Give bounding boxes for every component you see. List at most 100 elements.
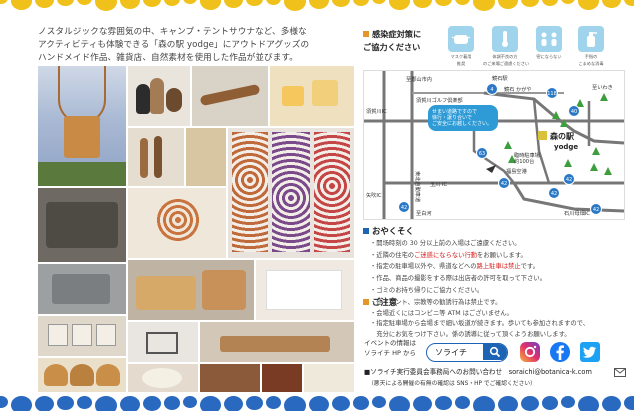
covid-item-label: 推奨 <box>456 61 466 66</box>
venue-marker <box>538 131 547 140</box>
decor-dot <box>389 0 410 10</box>
decor-dot <box>542 396 558 410</box>
covid-item-distance: 密にならない <box>531 26 567 61</box>
decor-dot <box>624 0 634 7</box>
decor-dot <box>473 0 495 11</box>
decor-dot <box>602 0 621 9</box>
photo-collage <box>38 66 354 392</box>
decor-dot <box>578 0 599 10</box>
sns-text-line-2: ソライチ HP から <box>364 348 416 357</box>
decor-dot <box>561 0 575 4</box>
svg-text:42: 42 <box>593 207 599 213</box>
section-marker <box>363 228 369 234</box>
facebook-link[interactable] <box>549 341 571 363</box>
notice-item: ・ゴミのお持ち帰りにご協力ください。 <box>370 286 484 294</box>
notice-title-text: おやくそく <box>372 226 414 236</box>
intro-text: ノスタルジックな雰囲気の中、キャンプ・テントサウナなど、多様な アクティビティも… <box>38 26 350 65</box>
notice-item: ・作品、商品の撮影をする際は出店者の許可を取って下さい。 <box>370 275 546 283</box>
search-icon <box>489 346 501 358</box>
caution-item: 充分にお気をつけ下さい。係の誘導に従って頂くようお願いします。 <box>370 330 571 338</box>
caution-item: ・会場近くにはコンビニ等 ATM はございません。 <box>370 310 513 317</box>
svg-text:42: 42 <box>501 181 507 187</box>
photo-muffins <box>38 358 126 392</box>
intro-line-2: アクティビティも体験できる「森の駅 yodge」にアウトドアグッズの <box>38 40 310 50</box>
decor-dot <box>353 0 369 6</box>
sns-text-line-1: イベントの情報は <box>364 339 416 347</box>
svg-text:yodge: yodge <box>554 143 578 151</box>
decor-dot <box>578 396 599 411</box>
instagram-link[interactable] <box>519 341 541 363</box>
decor-dot <box>413 0 432 9</box>
decor-dot <box>561 396 575 408</box>
covid-title-line-2: ご協力ください <box>363 41 421 52</box>
covid-item-label: 密にならない <box>536 54 562 59</box>
photo-candles <box>270 66 354 126</box>
bottom-dotted-border <box>0 392 634 411</box>
caution-title: ご注意 <box>363 296 397 308</box>
photo-herb-bag <box>304 364 354 392</box>
decor-dot <box>35 0 54 9</box>
decor-dot <box>521 0 539 8</box>
section-marker <box>363 299 369 305</box>
decor-dot <box>372 0 386 4</box>
decor-dot <box>284 396 306 411</box>
svg-text:118: 118 <box>547 91 557 97</box>
decor-dot <box>0 0 8 4</box>
decor-dot <box>120 396 140 411</box>
covid-item-label: のご来場ご遠慮ください <box>483 61 530 66</box>
svg-text:須賀川IC: 須賀川IC <box>366 107 387 115</box>
decor-dot <box>413 396 432 411</box>
photo-mandala-card <box>128 188 226 258</box>
decor-dot <box>266 396 281 409</box>
photo-woven-mats <box>228 128 354 258</box>
photo-jars <box>262 364 302 392</box>
people-distance-icon <box>536 26 562 52</box>
thermometer-icon <box>492 26 518 52</box>
decor-dot <box>164 0 180 6</box>
covid-item-label: こまめな消毒 <box>578 61 604 66</box>
intro-line-1: ノスタルジックな雰囲気の中、キャンプ・テントサウナなど、多様な <box>38 27 307 37</box>
notice-item: ・他イベント、宗教等の勧誘行為は禁止です。 <box>370 298 502 306</box>
decor-dot <box>143 0 161 8</box>
svg-text:臨時駐車場約100台: 臨時駐車場約100台 <box>514 151 540 165</box>
photo-small-stand <box>128 322 198 362</box>
svg-text:玉川 IC: 玉川 IC <box>430 181 448 188</box>
covid-title-line-1: 感染症対策に <box>372 29 422 39</box>
notice-list: ・開场時刻の 30 分以上前の入場はご遠慮ください。 ・近隣の住宅のご迷惑になら… <box>370 238 628 308</box>
decor-dot <box>0 396 8 408</box>
decor-dot <box>521 396 539 411</box>
search-box[interactable]: ソライチ <box>426 343 508 362</box>
contact-line: ■ソライチ実行委員会事務局へのお問い合わせ soraichi@botanica-… <box>364 368 592 376</box>
decor-dot <box>332 0 350 8</box>
decor-dot <box>200 0 221 10</box>
decor-dot <box>332 396 350 411</box>
decor-dot <box>200 396 221 411</box>
search-button[interactable] <box>483 344 507 360</box>
photo-wood-cutlery <box>128 128 184 186</box>
twitter-link[interactable] <box>579 341 601 363</box>
svg-text:42: 42 <box>401 205 407 211</box>
decor-dot <box>498 0 518 9</box>
top-dotted-border <box>0 0 634 22</box>
notice-item: ・開场時刻の 30 分以上前の入場はご遠慮ください。 <box>370 240 521 247</box>
hand-sanitizer-icon <box>578 26 604 52</box>
decor-dot <box>284 0 306 11</box>
svg-text:石川母畑IC: 石川母畑IC <box>564 209 590 217</box>
search-text[interactable]: ソライチ <box>435 348 467 357</box>
decor-dot <box>542 0 558 6</box>
caution-list: ・会場近くにはコンビニ等 ATM はございません。 ・指定駐車場から会場まで細い… <box>370 309 632 340</box>
photo-cloth-items <box>256 260 354 320</box>
svg-text:4: 4 <box>490 87 493 93</box>
decor-dot <box>11 0 32 10</box>
decor-dot <box>473 396 495 411</box>
decor-dot <box>224 0 243 9</box>
photo-wood-birds <box>128 66 190 126</box>
decor-dot <box>372 396 386 408</box>
svg-text:42: 42 <box>551 191 557 197</box>
airplane-icon <box>486 165 496 173</box>
decor-dot <box>57 0 74 7</box>
svg-text:東北自動車道: 東北自動車道 <box>414 171 422 202</box>
section-marker <box>363 31 369 37</box>
decor-dot <box>57 396 74 411</box>
svg-text:鏡石 かがや: 鏡石 かがや <box>504 85 532 93</box>
